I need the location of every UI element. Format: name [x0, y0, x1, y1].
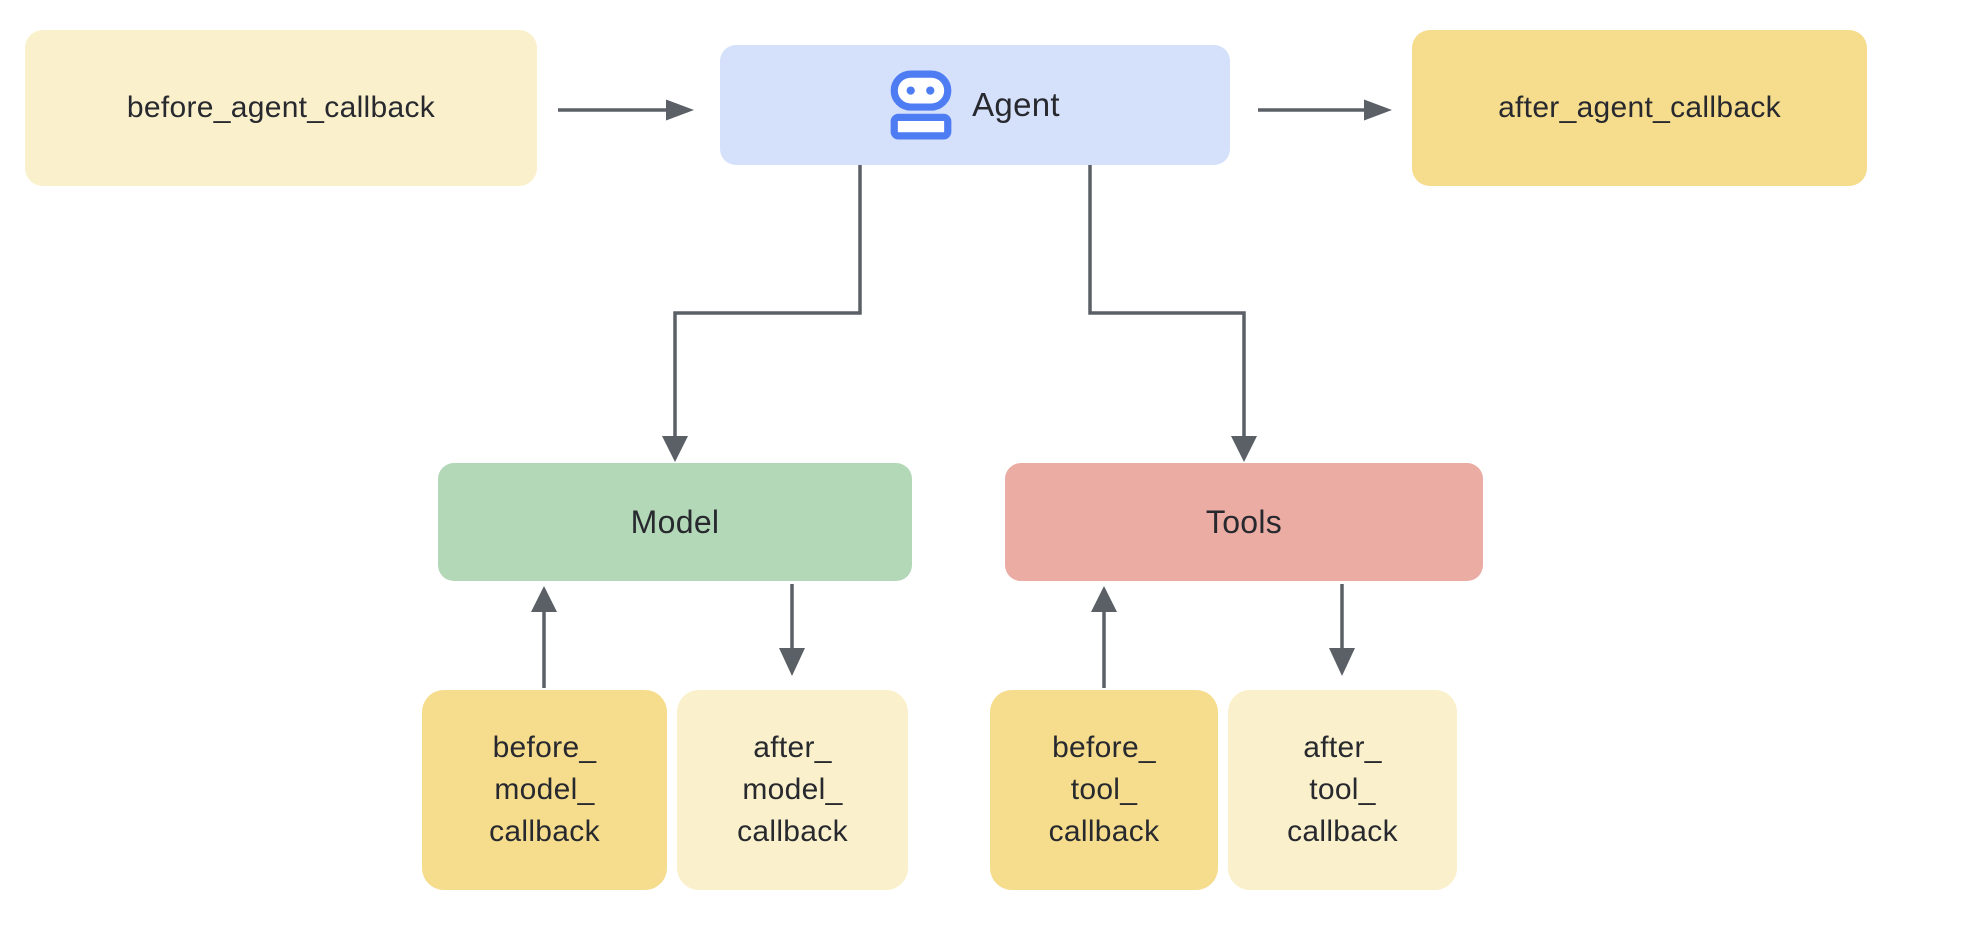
node-tools: Tools [1005, 463, 1483, 581]
label-line: callback [1287, 815, 1398, 848]
edge-agent-to-tools-line [1088, 165, 1246, 436]
edge-before-agent-to-agent-arrowhead-icon [666, 99, 694, 121]
label-line: model_ [742, 773, 843, 806]
node-tools-label: Tools [1205, 503, 1283, 540]
edge-before-tool-to-tools-arrowhead-icon [1091, 586, 1117, 612]
edge-agent-to-model-arrowhead-icon [662, 436, 688, 462]
label-line: before_ [1052, 731, 1156, 764]
node-before-tool-callback: before_ tool_ callback [990, 690, 1218, 890]
robot-icon [890, 70, 952, 140]
label-line: callback [1048, 815, 1160, 848]
label-line: before_ [492, 731, 597, 764]
label-line: model_ [494, 773, 595, 806]
edge-agent-to-after-agent-arrowhead-icon [1364, 99, 1392, 121]
node-after-tool-callback: after_ tool_ callback [1228, 690, 1457, 890]
node-before-model-callback-label: before_ model_ callback [489, 727, 600, 853]
node-model-label: Model [630, 503, 720, 540]
node-model: Model [438, 463, 912, 581]
node-after-agent-callback-label: after_agent_callback [1498, 91, 1781, 124]
node-before-model-callback: before_ model_ callback [422, 690, 667, 890]
node-before-agent-callback: before_agent_callback [25, 30, 537, 186]
label-line: tool_ [1070, 773, 1138, 806]
label-line: after_ [1303, 731, 1382, 764]
edge-tools-to-after-tool-arrowhead-icon [1329, 648, 1355, 676]
edge-before-model-to-model-arrowhead-icon [531, 586, 557, 612]
edge-model-to-after-model-arrowhead-icon [779, 648, 805, 676]
label-line: callback [489, 815, 600, 848]
node-after-agent-callback: after_agent_callback [1412, 30, 1867, 186]
node-after-model-callback: after_ model_ callback [677, 690, 908, 890]
label-line: tool_ [1309, 773, 1376, 806]
node-before-tool-callback-label: before_ tool_ callback [1049, 727, 1160, 853]
node-after-model-callback-label: after_ model_ callback [737, 727, 848, 853]
node-after-tool-callback-label: after_ tool_ callback [1287, 727, 1398, 853]
edge-agent-to-model-line [673, 165, 862, 436]
node-agent-label: Agent [972, 86, 1060, 123]
node-agent: Agent [720, 45, 1230, 165]
label-line: callback [737, 815, 848, 848]
node-before-agent-callback-label: before_agent_callback [126, 91, 436, 124]
edge-agent-to-tools-arrowhead-icon [1231, 436, 1257, 462]
label-line: after_ [753, 731, 832, 764]
